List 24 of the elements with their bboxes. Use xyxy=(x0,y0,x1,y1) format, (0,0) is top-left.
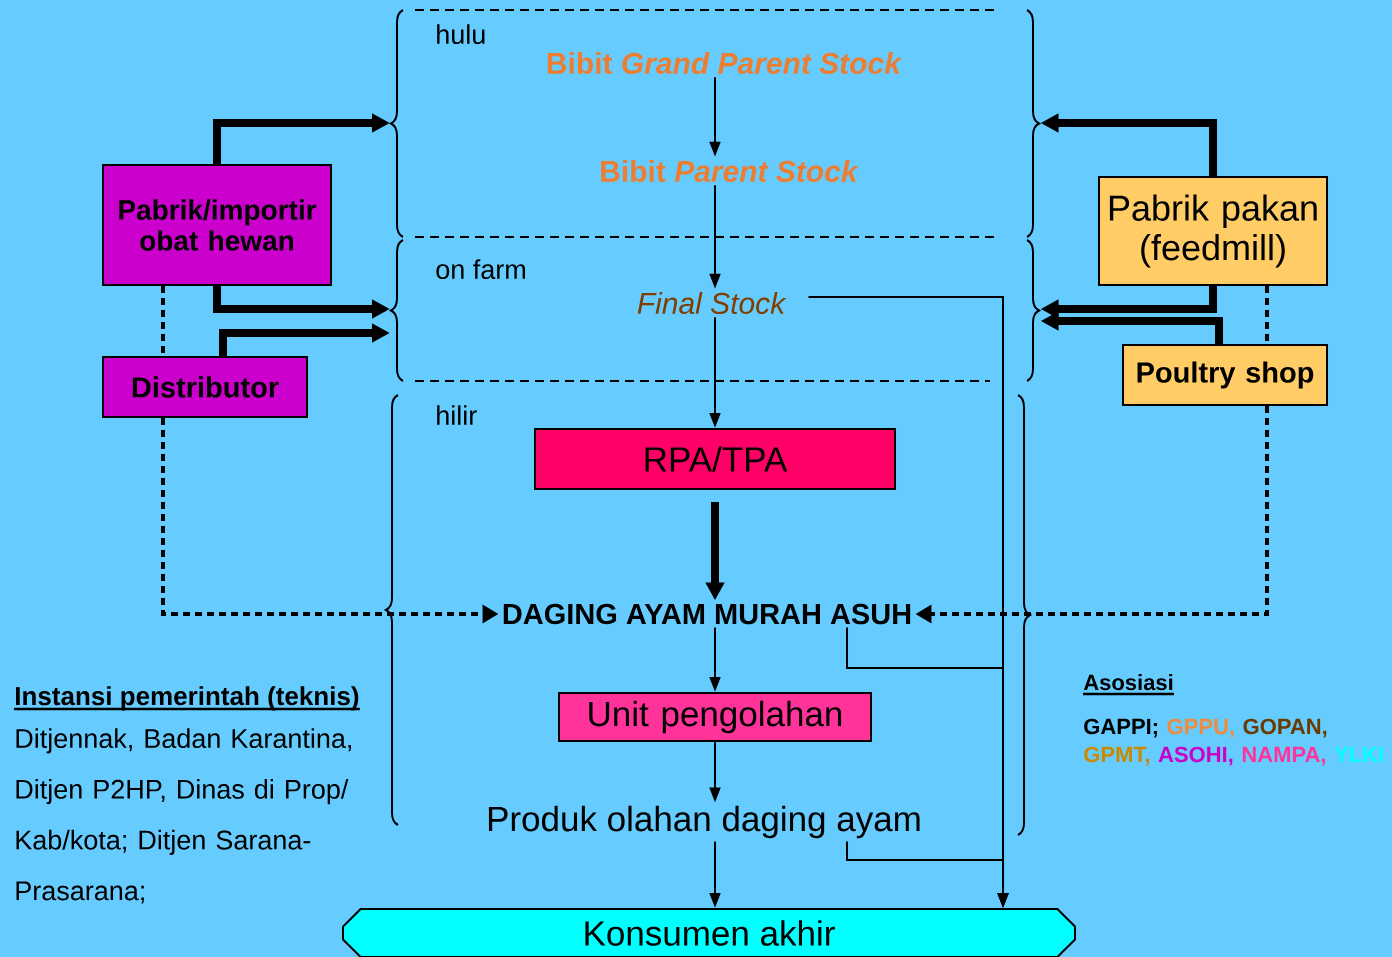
body-text: Ditjennak, Badan Karantina, Ditjen P2HP, Dinas di Prop/ Kab/kota; Ditjen Sarana- Prasarana; xyxy=(16,728,351,904)
heading: Instansi pemerintah (teknis) xyxy=(14,686,360,711)
process-box: RPA/TPA xyxy=(534,428,896,490)
association-name: GAPPI; xyxy=(1084,718,1157,738)
heading: Asosiasi xyxy=(1083,674,1175,696)
stage-text: DAGING AYAM MURAH ASUH xyxy=(503,603,911,625)
process-box: Pabrik/importir obat hewan xyxy=(102,164,332,286)
terminal-box: Konsumen akhir xyxy=(342,908,1076,957)
stage-text: Bibit Parent Stock xyxy=(601,160,859,182)
association-name: NAMPA, xyxy=(1242,746,1326,766)
association-name: GOPAN, xyxy=(1243,718,1327,738)
process-box: Pabrik pakan (feedmill) xyxy=(1098,176,1328,286)
stage-text: Produk olahan daging ayam xyxy=(488,805,920,839)
stage-text: Bibit Grand Parent Stock xyxy=(547,51,903,75)
association-name: YLKI xyxy=(1334,746,1383,762)
process-box: Distributor xyxy=(102,356,308,418)
process-box: Poultry shop xyxy=(1122,344,1328,406)
stage-text: Final Stock xyxy=(637,292,787,314)
process-box: Unit pengolahan xyxy=(558,692,872,742)
association-name: ASOHI, xyxy=(1158,746,1233,766)
association-name: GPMT, xyxy=(1084,746,1150,766)
association-name: GPPU, xyxy=(1167,718,1234,738)
dotted-connector-line xyxy=(161,286,165,356)
dotted-connector-line xyxy=(1265,286,1269,344)
